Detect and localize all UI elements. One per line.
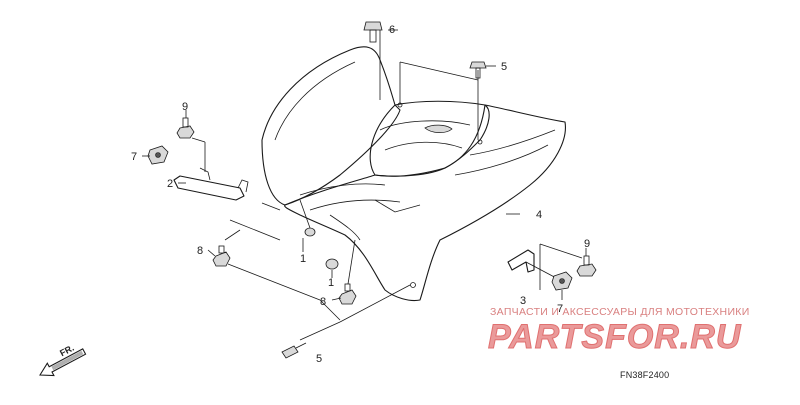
callout-7-right: 7 — [557, 303, 563, 315]
clip-part-8-left — [212, 245, 231, 267]
clip-nut-part-7-right — [551, 271, 573, 291]
callout-7-left: 7 — [131, 151, 137, 163]
fender-bracket-part-2 — [173, 167, 249, 201]
leader-lines — [142, 29, 587, 341]
callout-5-bottom: 5 — [316, 353, 322, 365]
clip-nut-part-7-left — [147, 145, 169, 165]
screw-part-5-bottom — [281, 342, 307, 359]
clip-part-8-right — [338, 283, 357, 305]
callout-5-top: 5 — [501, 61, 507, 73]
callout-1-right: 1 — [328, 277, 334, 289]
front-direction-arrow-icon: FR. — [39, 343, 87, 377]
grommet-part-1-right — [325, 258, 339, 270]
watermark-logo: PARTSFOR.RU — [487, 318, 742, 357]
callout-8-right: 8 — [320, 296, 326, 308]
callout-6: 6 — [389, 24, 395, 36]
diagram-code: FN38F2400 — [620, 370, 670, 380]
fender-bracket-part-3 — [507, 249, 561, 281]
callout-4: 4 — [536, 209, 542, 221]
bolt-part-9-right — [576, 255, 597, 277]
grommet-part-1-left — [304, 227, 316, 237]
callout-2: 2 — [167, 178, 173, 190]
callout-9-right: 9 — [584, 238, 590, 250]
callout-9-left: 9 — [182, 101, 188, 113]
watermark-subtitle: ЗАПЧАСТИ И АКСЕССУАРЫ ДЛЯ МОТОТЕХНИКИ — [490, 306, 750, 318]
rear-fender-part-4 — [261, 46, 566, 302]
callout-3: 3 — [520, 295, 526, 307]
bolt-part-6 — [363, 21, 383, 43]
bolt-part-9-left — [176, 117, 195, 139]
callout-1-left: 1 — [300, 253, 306, 265]
callout-8-left: 8 — [197, 245, 203, 257]
